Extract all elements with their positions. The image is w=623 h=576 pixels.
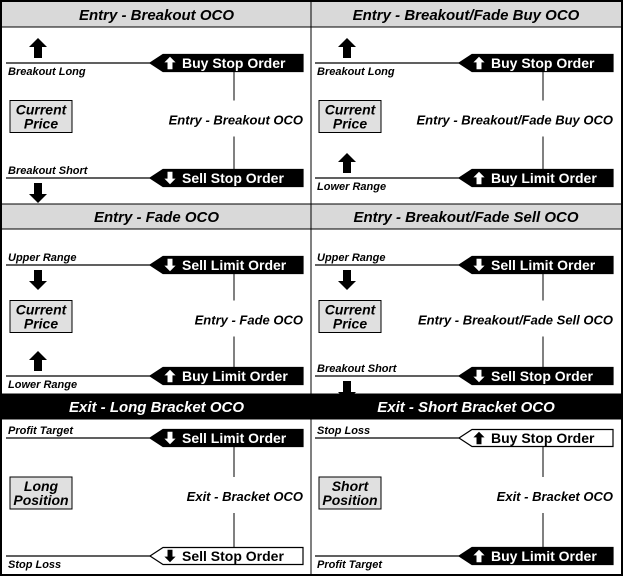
price-box [318, 300, 382, 333]
arrow-up-icon [338, 38, 356, 58]
arrow-up-icon [164, 369, 176, 383]
price-box-line2: Position [13, 492, 68, 508]
panel-title: Exit - Short Bracket OCO [377, 399, 555, 416]
oco-center-label: Entry - Breakout OCO [169, 113, 303, 128]
upper-order-label: Buy Stop Order [491, 430, 595, 446]
arrow-up-icon [473, 549, 485, 563]
price-box [318, 100, 382, 133]
panel-title: Entry - Breakout/Fade Sell OCO [353, 209, 578, 226]
price-box [9, 300, 73, 333]
lower-order-tag [457, 168, 614, 188]
arrow-down-icon [338, 270, 356, 290]
oco-center-label: Exit - Bracket OCO [187, 489, 303, 504]
lower-side-label: Profit Target [317, 559, 383, 571]
panel-header [2, 204, 311, 229]
upper-side-label: Breakout Long [317, 66, 395, 78]
arrow-down-icon [473, 369, 485, 383]
price-box-line1: Current [16, 102, 68, 118]
upper-side-label: Upper Range [8, 252, 76, 264]
upper-side-label: Stop Loss [317, 425, 370, 437]
price-box-line1: Current [16, 302, 68, 318]
price-box [9, 100, 73, 133]
oco-center-label: Entry - Breakout/Fade Sell OCO [418, 313, 613, 328]
price-box [318, 476, 382, 510]
lower-order-tag [148, 366, 304, 386]
upper-order-label: Buy Stop Order [182, 55, 286, 71]
upper-order-label: Buy Stop Order [491, 55, 595, 71]
price-box [9, 476, 73, 510]
panel-entry-fade: Entry - Fade OCO Entry - Fade OCO CurrentP… [2, 204, 311, 391]
arrow-down-icon [164, 549, 176, 563]
upper-order-tag [457, 428, 614, 448]
lower-order-tag [457, 366, 614, 386]
arrow-down-icon [164, 431, 176, 445]
lower-order-tag [148, 546, 304, 566]
upper-order-tag [148, 255, 304, 275]
panel-header [2, 394, 311, 419]
upper-side-label: Breakout Long [8, 66, 86, 78]
panel-entry-breakout-fade-sell: Entry - Breakout/Fade Sell OCO Entry - Br… [311, 204, 621, 377]
arrow-up-icon [164, 56, 176, 70]
lower-side-label: Lower Range [317, 181, 386, 193]
upper-order-label: Sell Limit Order [491, 257, 596, 273]
lower-order-label: Buy Limit Order [491, 170, 597, 186]
lower-order-label: Sell Stop Order [182, 170, 284, 186]
upper-order-tag [148, 428, 304, 448]
lower-side-label: Breakout Short [8, 165, 89, 177]
upper-side-label: Profit Target [8, 425, 74, 437]
oco-center-label: Entry - Fade OCO [195, 313, 303, 328]
lower-order-label: Buy Limit Order [491, 548, 597, 564]
price-box-line1: Current [325, 102, 377, 118]
lower-side-label: Breakout Short [317, 363, 398, 375]
panel-title: Exit - Long Bracket OCO [69, 399, 244, 416]
arrow-up-icon [473, 56, 485, 70]
oco-center-label: Entry - Breakout/Fade Buy OCO [417, 113, 613, 128]
panel-entry-breakout-fade-buy: Entry - Breakout/Fade Buy OCO Entry - Bre… [311, 2, 621, 193]
panel-title: Entry - Fade OCO [94, 209, 219, 226]
upper-order-label: Sell Limit Order [182, 257, 287, 273]
lower-order-label: Sell Stop Order [182, 548, 284, 564]
arrow-down-icon [29, 183, 47, 203]
price-box-line1: Current [325, 302, 377, 318]
arrow-down-icon [164, 171, 176, 185]
upper-order-label: Sell Limit Order [182, 430, 287, 446]
lower-side-label: Stop Loss [8, 559, 61, 571]
arrow-up-icon [338, 153, 356, 173]
arrow-up-icon [473, 431, 485, 445]
panel-header [311, 2, 621, 27]
upper-side-label: Upper Range [317, 252, 385, 264]
arrow-down-icon [29, 270, 47, 290]
arrow-up-icon [473, 171, 485, 185]
price-box-line1: Short [332, 478, 370, 494]
price-box-line2: Price [333, 116, 367, 132]
panel-entry-breakout: Entry - Breakout OCO Entry - Breakout OCO… [2, 2, 311, 179]
lower-side-label: Lower Range [8, 379, 77, 391]
panel-title: Entry - Breakout/Fade Buy OCO [353, 7, 580, 24]
lower-order-tag [457, 546, 614, 566]
panel-exit-long-bracket: Exit - Long Bracket OCO Exit - Bracket OC… [2, 394, 311, 571]
upper-order-tag [148, 53, 304, 73]
arrow-up-icon [29, 38, 47, 58]
price-box-line1: Long [24, 478, 59, 494]
price-box-line2: Price [333, 316, 367, 332]
arrow-down-icon [473, 258, 485, 272]
oco-center-label: Exit - Bracket OCO [497, 489, 613, 504]
lower-order-label: Buy Limit Order [182, 368, 288, 384]
panel-header [311, 394, 621, 419]
lower-order-label: Sell Stop Order [491, 368, 593, 384]
panel-exit-short-bracket: Exit - Short Bracket OCO Exit - Bracket O… [311, 394, 621, 571]
arrow-down-icon [164, 258, 176, 272]
upper-order-tag [457, 255, 614, 275]
price-box-line2: Position [322, 492, 377, 508]
panel-header [2, 2, 311, 27]
price-box-line2: Price [24, 116, 58, 132]
panel-title: Entry - Breakout OCO [79, 7, 234, 24]
price-box-line2: Price [24, 316, 58, 332]
arrow-up-icon [29, 351, 47, 371]
upper-order-tag [457, 53, 614, 73]
lower-order-tag [148, 168, 304, 188]
panel-header [311, 204, 621, 229]
